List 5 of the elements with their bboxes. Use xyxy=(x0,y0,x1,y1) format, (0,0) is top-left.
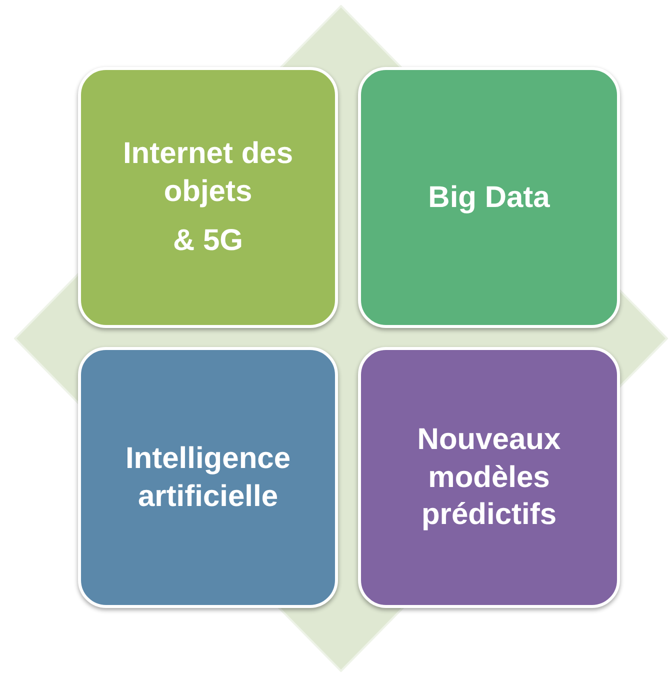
box-label: Intelligence artificielle xyxy=(124,441,292,514)
box-label: Big Data xyxy=(428,180,550,216)
box-label: Internet des objets xyxy=(122,136,294,210)
box-label: & 5G xyxy=(172,223,244,260)
box-label: Nouveaux modèles prédictifs xyxy=(416,422,562,534)
